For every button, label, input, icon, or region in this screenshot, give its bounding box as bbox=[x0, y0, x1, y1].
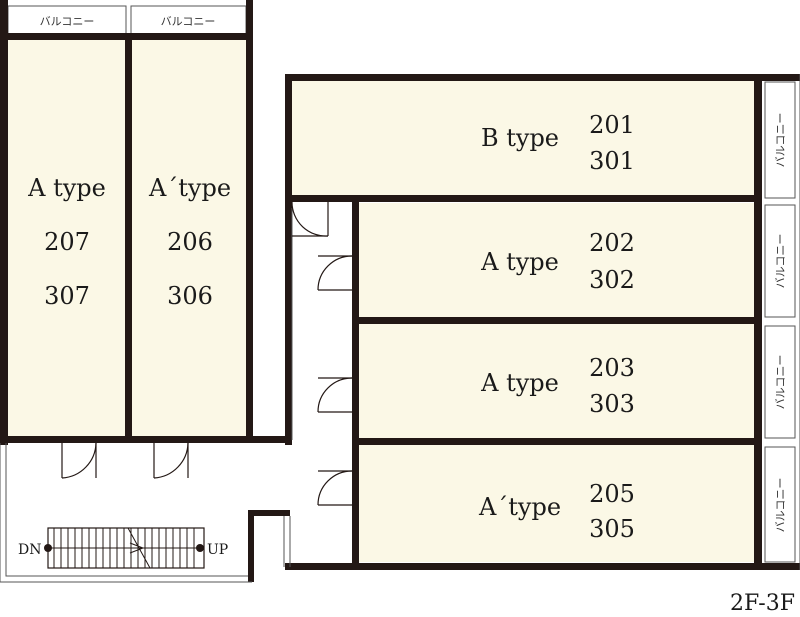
unit-203-label: A type 203 303 bbox=[480, 354, 635, 418]
walls bbox=[0, 0, 800, 582]
outline bbox=[0, 74, 800, 583]
unit-type-label: A´type bbox=[148, 174, 231, 202]
unit-type-label: A type bbox=[27, 174, 106, 202]
door-202 bbox=[317, 255, 353, 291]
balcony-label: バルコニー bbox=[774, 355, 787, 410]
unit-type-label: B type bbox=[481, 124, 559, 152]
balcony-top-206: バルコニー bbox=[130, 5, 247, 35]
balcony-right-205: バルコニー bbox=[764, 446, 796, 563]
unit-201-label: B type 201 301 bbox=[481, 111, 635, 175]
unit-205-label: A´type 205 305 bbox=[478, 480, 635, 543]
balcony-right-202: バルコニー bbox=[764, 204, 796, 318]
unit-206-label: A´type 206 306 bbox=[148, 174, 231, 310]
unit-room-number: 201 bbox=[589, 111, 635, 139]
unit-type-label: A´type bbox=[478, 493, 561, 521]
staircase: DN UP bbox=[18, 527, 228, 569]
unit-room-number: 207 bbox=[44, 228, 90, 256]
balcony-top-207: バルコニー bbox=[7, 5, 127, 35]
unit-room-number: 302 bbox=[589, 266, 635, 294]
unit-room-number: 305 bbox=[589, 515, 635, 543]
doors bbox=[61, 201, 353, 506]
unit-type-label: A type bbox=[480, 369, 559, 397]
stairs-down-label: DN bbox=[18, 542, 41, 558]
unit-room-number: 203 bbox=[589, 354, 635, 382]
unit-207-fill bbox=[8, 38, 126, 438]
balcony-right-203: バルコニー bbox=[764, 325, 796, 439]
unit-202-fill bbox=[358, 203, 755, 320]
door-206 bbox=[153, 442, 189, 479]
balcony-label: バルコニー bbox=[774, 113, 787, 168]
unit-207-label: A type 207 307 bbox=[27, 174, 106, 310]
unit-206-fill bbox=[131, 38, 246, 438]
unit-room-number: 205 bbox=[589, 480, 635, 508]
unit-room-number: 306 bbox=[167, 282, 213, 310]
door-207 bbox=[61, 442, 97, 479]
unit-room-number: 301 bbox=[589, 147, 635, 175]
unit-room-number: 307 bbox=[44, 282, 90, 310]
balcony-label: バルコニー bbox=[161, 15, 216, 28]
unit-room-number: 303 bbox=[589, 390, 635, 418]
unit-room-number: 206 bbox=[167, 228, 213, 256]
unit-202-label: A type 202 302 bbox=[480, 229, 635, 294]
balcony-label: バルコニー bbox=[40, 15, 95, 28]
balcony-label: バルコニー bbox=[774, 478, 787, 533]
unit-205-fill bbox=[358, 445, 755, 562]
stairs-up-label: UP bbox=[207, 542, 228, 558]
door-205 bbox=[317, 470, 353, 506]
floor-label: 2F-3F bbox=[730, 591, 795, 616]
balcony-right-201: バルコニー bbox=[764, 81, 796, 199]
unit-room-number: 202 bbox=[589, 229, 635, 257]
unit-203-fill bbox=[358, 324, 755, 441]
door-201 bbox=[291, 201, 329, 237]
balcony-label: バルコニー bbox=[774, 234, 787, 289]
unit-type-label: A type bbox=[480, 248, 559, 276]
door-203 bbox=[317, 377, 353, 413]
unit-201-fill bbox=[290, 80, 755, 198]
